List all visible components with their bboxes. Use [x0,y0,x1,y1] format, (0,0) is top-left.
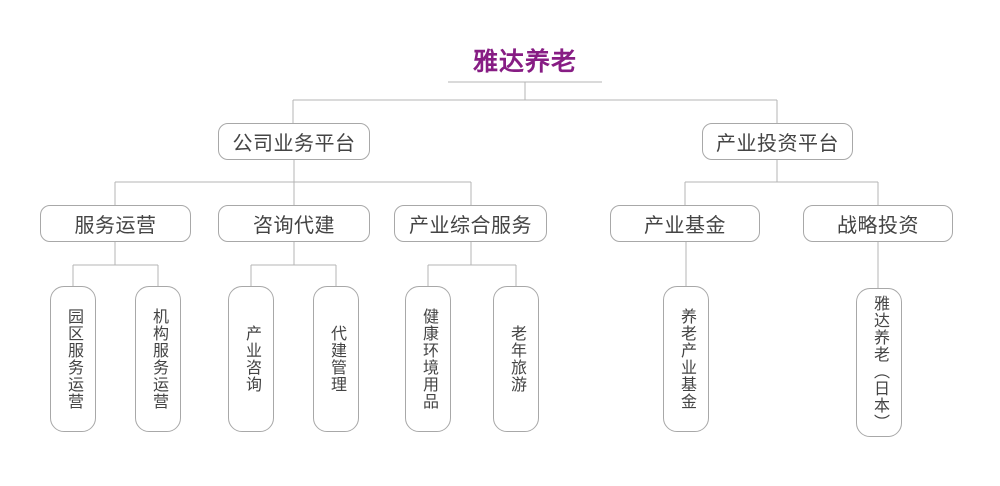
node-label: 机构服务运营 [150,308,167,410]
node-institution-service-operation: 机构服务运营 [135,286,181,432]
node-label: 代建管理 [328,325,345,393]
node-yada-elderly-japan: 雅达养老（日本） [856,288,902,437]
node-elderly-industry-fund: 养老产业基金 [663,286,709,432]
node-strategic-investment: 战略投资 [803,205,953,242]
node-industry-investment-platform: 产业投资平台 [702,123,853,160]
node-label: 产业咨询 [243,325,260,393]
node-label: 养老产业基金 [678,308,695,410]
node-healthy-environment-products: 健康环境用品 [405,286,451,432]
node-company-business-platform: 公司业务平台 [218,123,370,160]
node-label: 健康环境用品 [420,308,437,410]
node-industry-fund: 产业基金 [610,205,760,242]
node-label: 老年旅游 [508,325,525,393]
node-yada-elderly-root: 雅达养老 [472,48,577,76]
node-senior-tourism: 老年旅游 [493,286,539,432]
node-label: 雅达养老（日本） [871,294,888,431]
node-service-operation: 服务运营 [40,205,191,242]
node-park-service-operation: 园区服务运营 [50,286,96,432]
node-consulting-agent-construction: 咨询代建 [218,205,370,242]
node-agent-construction-management: 代建管理 [313,286,359,432]
node-industry-comprehensive-services: 产业综合服务 [394,205,547,242]
node-industry-consulting: 产业咨询 [228,286,274,432]
node-label: 园区服务运营 [65,308,82,410]
